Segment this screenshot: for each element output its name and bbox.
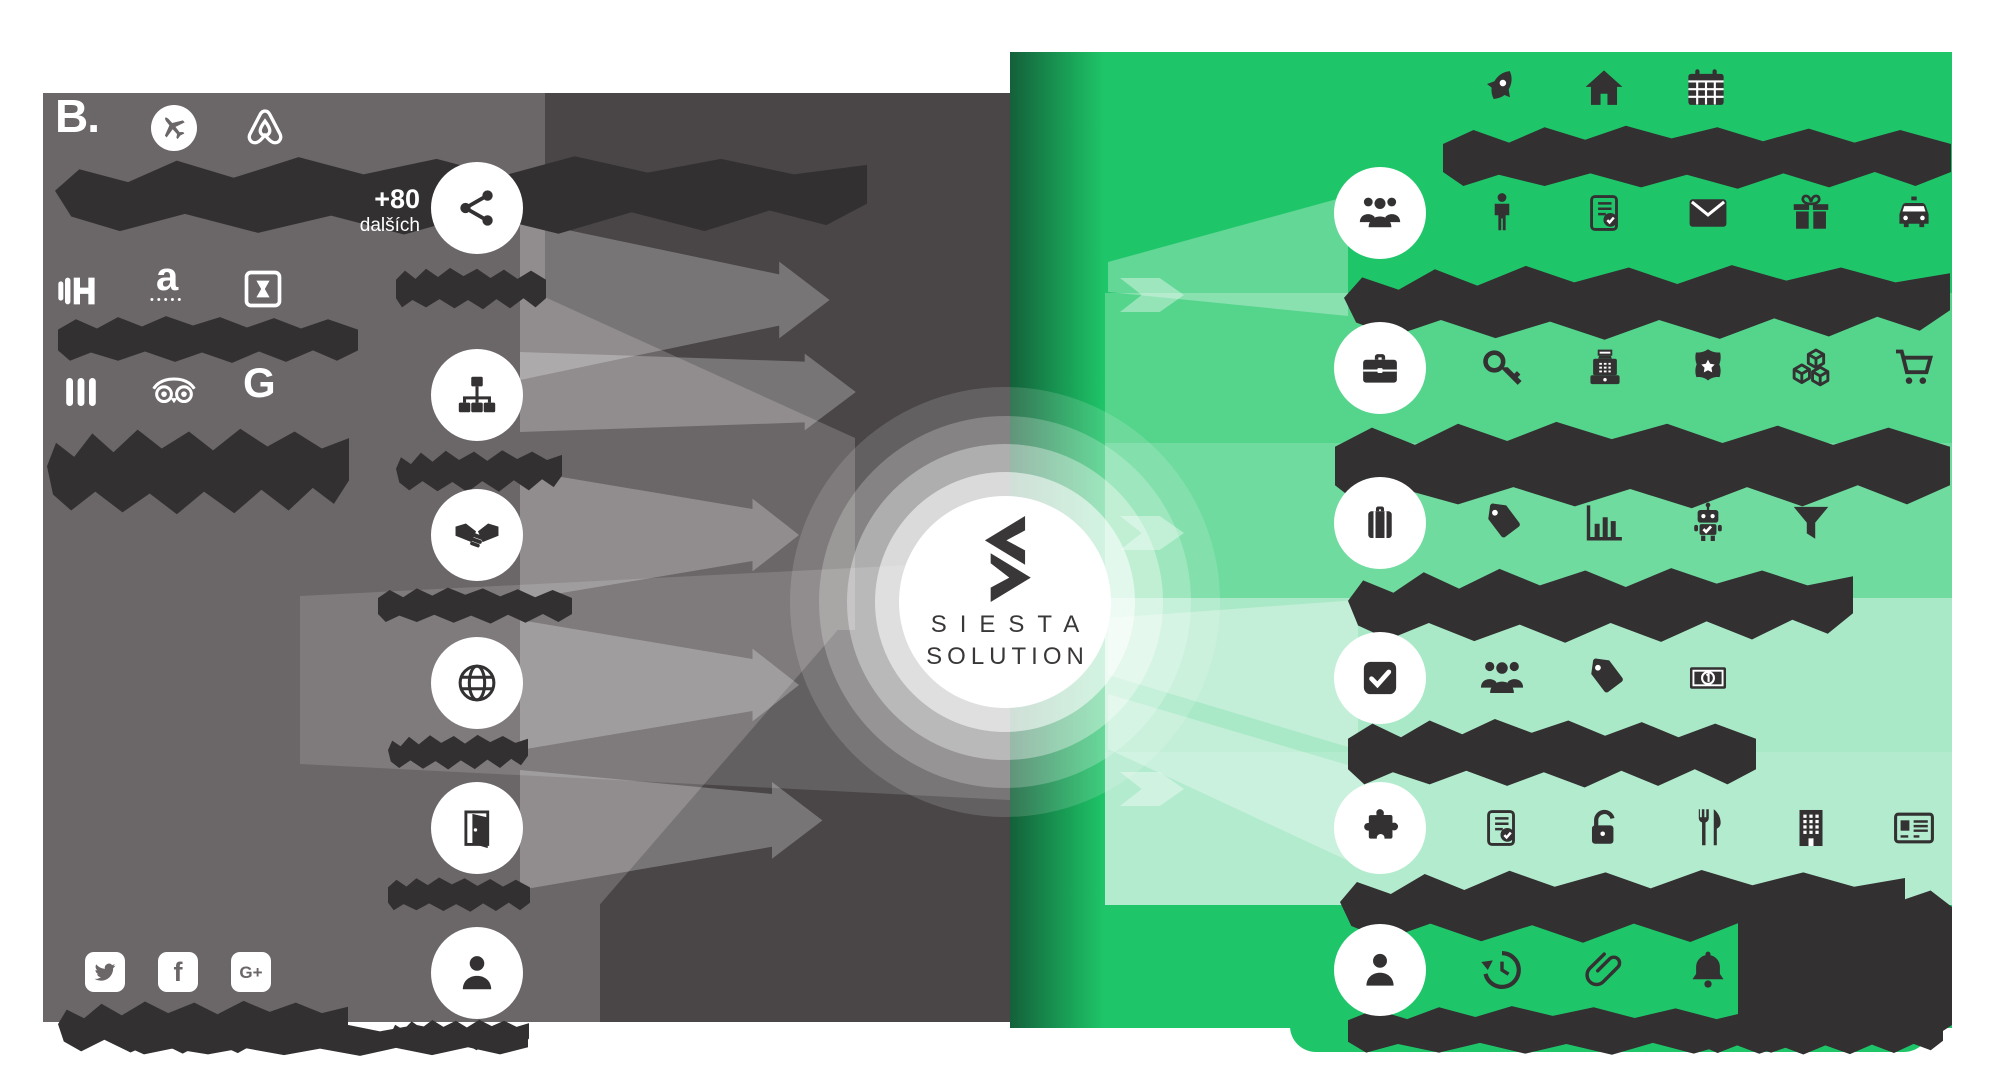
google-logo: G — [243, 359, 276, 406]
brand-line-2: SOLUTION — [926, 643, 1089, 670]
bar-chart-icon — [1582, 500, 1628, 546]
airbnb-logo — [240, 104, 290, 154]
bars-logo — [57, 368, 105, 416]
brand-hub: SIESTA SOLUTION — [899, 496, 1111, 708]
key-icon — [1479, 345, 1525, 391]
facebook-logo-glyph: f — [173, 956, 183, 987]
channel-node — [431, 349, 523, 441]
feature-node — [1334, 167, 1426, 259]
google-plus-logo-glyph: G+ — [239, 962, 263, 982]
contract-icon — [1479, 805, 1525, 851]
history-icon — [1479, 947, 1525, 993]
siesta-logo-icon — [984, 516, 1031, 602]
channel-node — [431, 162, 523, 254]
feature-node — [1334, 782, 1426, 874]
agoda-dots: ••••• — [150, 294, 185, 306]
calendar-icon — [1683, 65, 1729, 111]
cart-icon — [1891, 345, 1937, 391]
id-card-icon — [1891, 805, 1937, 851]
tripadvisor-logo — [148, 366, 200, 418]
hotels-logo — [55, 266, 105, 316]
channel-node — [431, 927, 523, 1019]
taxi-icon — [1891, 190, 1937, 236]
puzzle-icon — [1358, 806, 1402, 850]
handshake-icon — [454, 512, 500, 558]
ota-panel — [43, 93, 1010, 1022]
channel-node — [431, 489, 523, 581]
padlock-icon — [1582, 805, 1628, 851]
agoda-a: a — [156, 255, 179, 299]
badge-icon — [1685, 345, 1731, 391]
cubes-icon — [1788, 345, 1834, 391]
door-icon — [454, 805, 500, 851]
facebook-logo: f — [158, 952, 198, 992]
google-plus-logo: G+ — [231, 952, 271, 992]
more-otas-count: +80 — [374, 184, 420, 214]
channel-node — [431, 637, 523, 729]
bell-icon — [1685, 947, 1731, 993]
people-icon — [1358, 191, 1402, 235]
gift-icon — [1788, 190, 1834, 236]
envelope-icon — [1685, 190, 1731, 236]
checkbox-icon — [1358, 656, 1402, 700]
person-small-icon — [1479, 190, 1525, 236]
banknote-icon — [1685, 655, 1731, 701]
brand-line-1: SIESTA — [930, 611, 1093, 638]
feature-node — [1334, 322, 1426, 414]
hrs-logo — [241, 267, 285, 311]
agoda-logo: a••••• — [150, 255, 185, 306]
share-icon — [454, 185, 500, 231]
flow-band — [520, 352, 856, 432]
globe-icon — [454, 660, 500, 706]
feature-node — [1334, 632, 1426, 724]
restaurant-icon — [1685, 805, 1731, 851]
cash-register-icon — [1582, 345, 1628, 391]
home-icon — [1581, 65, 1627, 111]
briefcase-icon — [1358, 346, 1402, 390]
plane-logo — [151, 105, 197, 151]
feature-node — [1334, 924, 1426, 1016]
channel-node — [431, 782, 523, 874]
rocket-icon — [1477, 65, 1523, 111]
booking-logo: B. — [55, 90, 100, 142]
more-otas-label: +80 dalších — [308, 184, 420, 237]
more-otas-sub: dalších — [359, 215, 420, 237]
feature-node — [1334, 477, 1426, 569]
person-icon — [454, 950, 500, 996]
tag-icon — [1582, 655, 1628, 701]
tag-icon — [1479, 500, 1525, 546]
building-icon — [1788, 805, 1834, 851]
sitemap-icon — [454, 372, 500, 418]
contract-icon — [1582, 190, 1628, 236]
suitcase-icon — [1358, 501, 1402, 545]
people-icon — [1479, 655, 1525, 701]
paperclip-icon — [1582, 947, 1628, 993]
person-icon — [1358, 948, 1402, 992]
twitter-logo — [85, 952, 125, 992]
robot-icon — [1685, 500, 1731, 546]
funnel-icon — [1788, 500, 1834, 546]
